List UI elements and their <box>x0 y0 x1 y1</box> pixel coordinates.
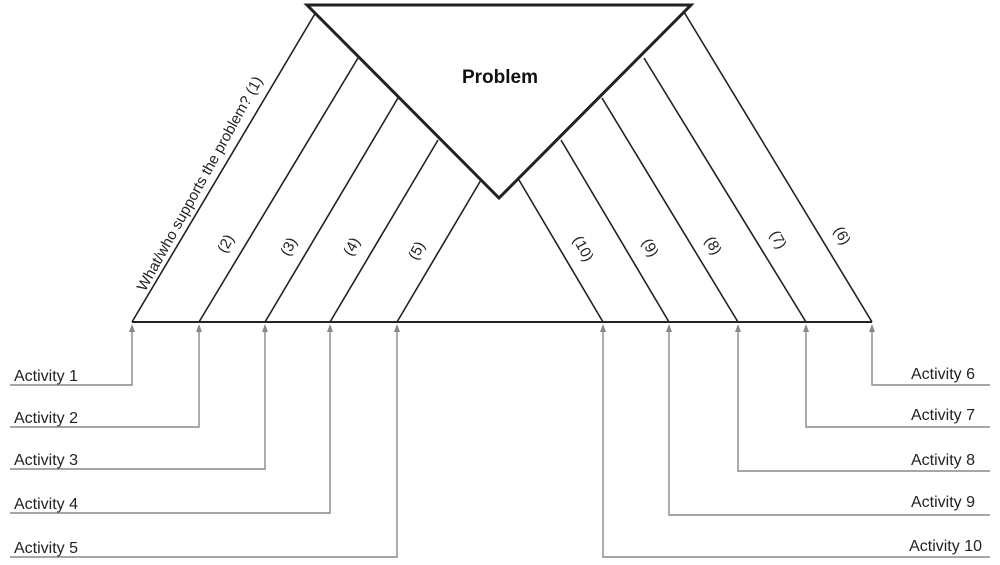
arrowhead-9 <box>666 324 672 332</box>
left-connectors <box>10 326 398 558</box>
support-label-4: (4) <box>340 235 364 259</box>
arrowhead-2 <box>196 324 202 332</box>
support-line-4 <box>329 139 439 323</box>
connector-activity-1 <box>10 326 133 386</box>
right-support-lines <box>518 11 873 323</box>
arrowhead-6 <box>869 324 875 332</box>
support-line-7 <box>643 57 807 323</box>
activity-label-10: Activity 10 <box>909 538 982 555</box>
support-label-5: (5) <box>405 239 429 263</box>
connector-activity-3 <box>10 326 266 470</box>
connector-activity-6 <box>871 326 990 386</box>
activity-label-2: Activity 2 <box>14 410 78 427</box>
support-line-9 <box>560 139 670 323</box>
connector-activity-7 <box>805 326 990 428</box>
support-label-2: (2) <box>214 232 238 256</box>
arrowhead-4 <box>327 324 333 332</box>
arrowhead-1 <box>129 324 135 332</box>
support-line-6 <box>683 11 873 323</box>
activity-label-6: Activity 6 <box>911 366 975 383</box>
right-connectors <box>602 326 990 558</box>
activity-label-3: Activity 3 <box>14 452 78 469</box>
connector-activity-2 <box>10 326 200 428</box>
activity-label-8: Activity 8 <box>911 452 975 469</box>
arrowhead-10 <box>600 324 606 332</box>
right-arrowheads <box>600 324 875 332</box>
left-support-lines <box>131 11 482 323</box>
connector-activity-10 <box>602 326 990 558</box>
activity-label-1: Activity 1 <box>14 368 78 385</box>
support-line-2 <box>198 57 359 323</box>
activity-label-5: Activity 5 <box>14 540 78 557</box>
support-line-10 <box>518 179 604 323</box>
support-label-7: (7) <box>766 228 790 252</box>
support-label-10: (10) <box>569 233 597 265</box>
problem-title: Problem <box>462 67 538 88</box>
connector-activity-8 <box>737 326 990 472</box>
connector-activity-9 <box>668 326 990 516</box>
connector-activity-4 <box>10 326 331 514</box>
arrowhead-8 <box>735 324 741 332</box>
activity-label-7: Activity 7 <box>911 407 975 424</box>
activity-label-4: Activity 4 <box>14 496 78 513</box>
left-arrowheads <box>129 324 400 332</box>
support-label-6: (6) <box>830 224 854 248</box>
support-line-8 <box>601 97 739 323</box>
arrowhead-3 <box>262 324 268 332</box>
support-line-3 <box>264 97 399 323</box>
support-line-1 <box>131 11 317 323</box>
support-label-1: What/who supports the problem? (1) <box>134 74 266 294</box>
problem-triangle <box>303 3 695 201</box>
support-label-9: (9) <box>638 236 662 260</box>
connector-activity-5 <box>10 326 398 558</box>
arrowhead-7 <box>803 324 809 332</box>
support-label-3: (3) <box>277 235 301 259</box>
arrowhead-5 <box>394 324 400 332</box>
activity-label-9: Activity 9 <box>911 494 975 511</box>
support-line-5 <box>396 179 482 323</box>
support-label-8: (8) <box>701 234 725 258</box>
